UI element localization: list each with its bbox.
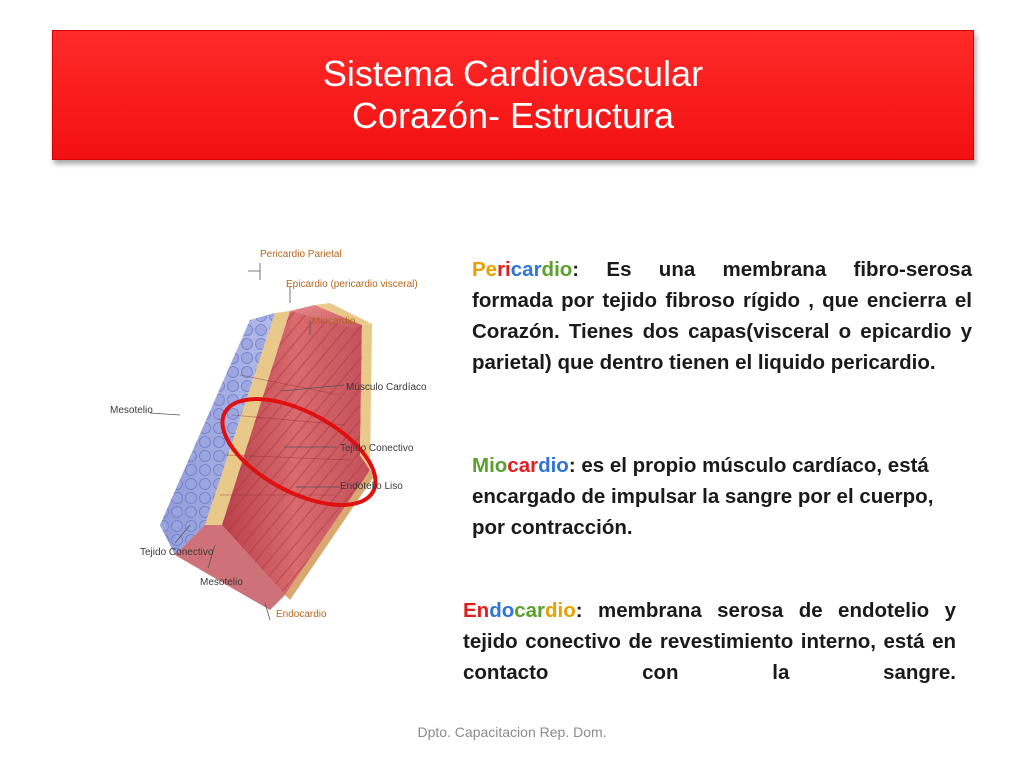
label-mesotelio-bottom: Mesotelio <box>200 577 243 588</box>
heart-wall-illustration: Pericardio Parietal Epicardio (pericardi… <box>110 249 427 621</box>
endocardio-description: : membrana serosa de endotelio y tejido … <box>463 599 956 684</box>
label-tejido-conectivo-bottom: Tejido Conectivo <box>140 547 214 558</box>
term-part: do <box>489 599 515 622</box>
paragraph-miocardio: Miocardio: es el propio músculo cardíaco… <box>472 450 972 543</box>
label-tejido-conectivo-right: Tejido Conectivo <box>340 443 414 454</box>
highlight-ellipse <box>220 397 378 507</box>
label-mesotelio-left: Mesotelio <box>110 405 153 416</box>
term-part: dio <box>541 258 573 281</box>
label-endocardio: Endocardio <box>276 609 327 620</box>
term-part: dio <box>538 454 569 477</box>
connective-tissue-strip <box>205 311 290 525</box>
label-endotelio: Endotelio Liso <box>340 481 403 492</box>
slide-title-line-1: Sistema Cardiovascular <box>322 53 704 94</box>
term-endocardio: Endocardio <box>463 599 576 622</box>
paragraph-endocardio: Endocardio: membrana serosa de endotelio… <box>463 595 956 688</box>
label-epicardio: Epicardio (pericardio visceral) <box>286 279 418 290</box>
slide-title-line-2: Corazón- Estructura <box>351 95 675 136</box>
paragraph-pericardio: Pericardio: Es una membrana fibro-serosa… <box>472 254 972 378</box>
term-part: ri <box>497 258 511 281</box>
term-part: En <box>463 599 490 622</box>
term-part: car <box>510 258 542 281</box>
term-part: Pe <box>472 258 498 281</box>
term-part: car <box>507 454 539 477</box>
miocardio-description: : es el propio músculo cardíaco, está en… <box>472 454 934 539</box>
pericardio-description: : Es una membrana fibro-serosa formada p… <box>472 258 972 374</box>
term-miocardio: Miocardio <box>472 454 569 477</box>
label-miocardio: Miocardio <box>312 316 356 327</box>
slide-title-box: Sistema Cardiovascular Corazón- Estructu… <box>52 30 974 160</box>
term-part: dio <box>545 599 576 622</box>
term-part: car <box>514 599 546 622</box>
slide-footer: Dpto. Capacitacion Rep. Dom. <box>417 724 607 740</box>
label-musculo-cardiaco: Músculo Cardíaco <box>346 382 427 393</box>
label-pericardio-parietal: Pericardio Parietal <box>260 249 342 260</box>
heart-wall-diagram: Pericardio Parietal Epicardio (pericardi… <box>100 225 430 635</box>
term-pericardio: Pericardio <box>472 258 572 281</box>
term-part: Mio <box>472 454 508 477</box>
